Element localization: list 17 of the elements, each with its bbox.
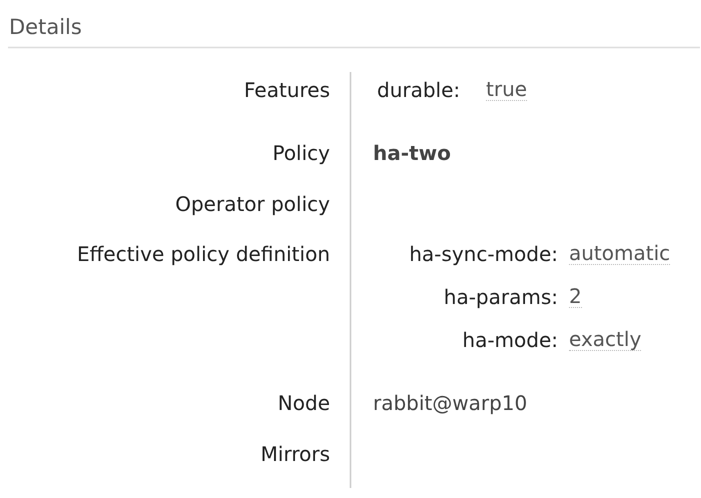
policy-name: ha-two	[373, 141, 451, 165]
section-heading: Details	[9, 15, 82, 39]
field-label: Mirrors	[260, 442, 330, 466]
field-value: exactly	[569, 328, 642, 351]
field-label: ha-params:	[444, 285, 558, 309]
field-label: ha-mode:	[462, 328, 558, 352]
field-value: rabbit@warp10	[373, 391, 528, 415]
field-value: automatic	[569, 242, 670, 265]
field-value: 2	[569, 285, 582, 308]
field-label: Effective policy definition	[77, 242, 330, 266]
field-label: Node	[278, 391, 330, 415]
field-label: durable:	[377, 78, 460, 102]
field-label: ha-sync-mode:	[409, 242, 558, 266]
field-value: true	[486, 78, 528, 101]
field-label: Features	[244, 78, 330, 102]
field-label: Operator policy	[175, 192, 330, 216]
field-label: Policy	[272, 141, 330, 165]
